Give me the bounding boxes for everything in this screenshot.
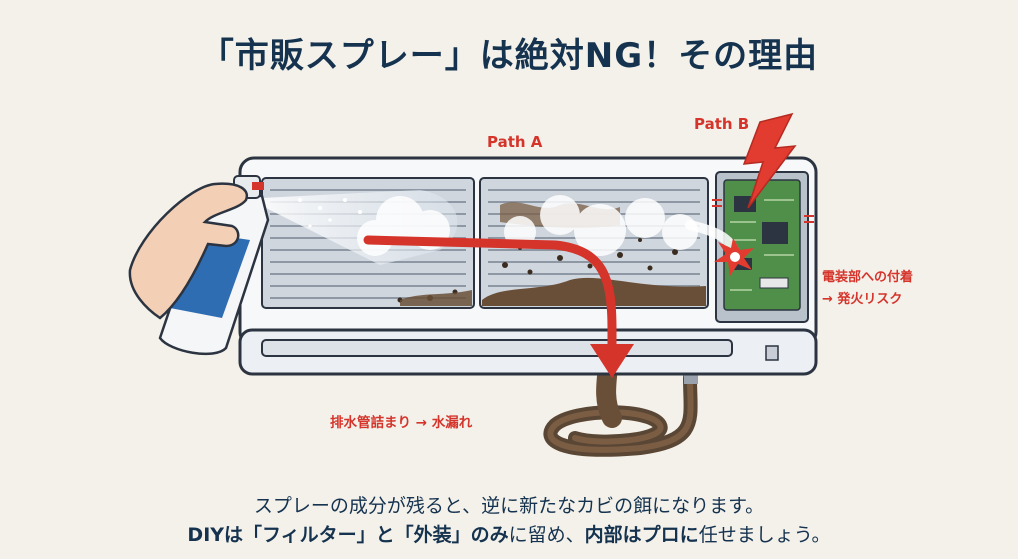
electrical-risk-annotation: 電装部への付着 → 発火リスク [822,267,913,311]
path-a-arrowhead [590,344,634,378]
path-a-arrow [363,235,617,353]
spark-icon [714,238,754,276]
electrical-risk-line2: → 発火リスク [822,292,903,307]
path-a-label: Path A [487,133,543,151]
path-b-label: Path B [694,115,750,133]
caption-line1: スプレーの成分が残ると、逆に新たなカビの餌になります。 [253,495,765,517]
caption-line2-part2: に留め、 [508,524,585,546]
circuit-board-icon [712,171,814,323]
caption-line2-part1: DIYは「フィルター」と「外装」のみ [187,524,509,546]
caption-line2-part4: 任せましょう。 [698,524,831,546]
page-title: 「市販スプレー」は絶対NG！その理由 [199,36,819,76]
caption-line2-part3: 内部はプロに [584,524,699,546]
electrical-risk-line1: 電装部への付着 [822,270,914,285]
caption-line2: DIYは「フィルター」と「外装」のみに留め、内部はプロに任せましょう。 [0,520,1018,547]
drain-risk-annotation: 排水管詰まり → 水漏れ [330,415,473,431]
lightning-icon [742,112,797,209]
hand-icon [128,182,249,320]
spray-mist [262,190,740,265]
